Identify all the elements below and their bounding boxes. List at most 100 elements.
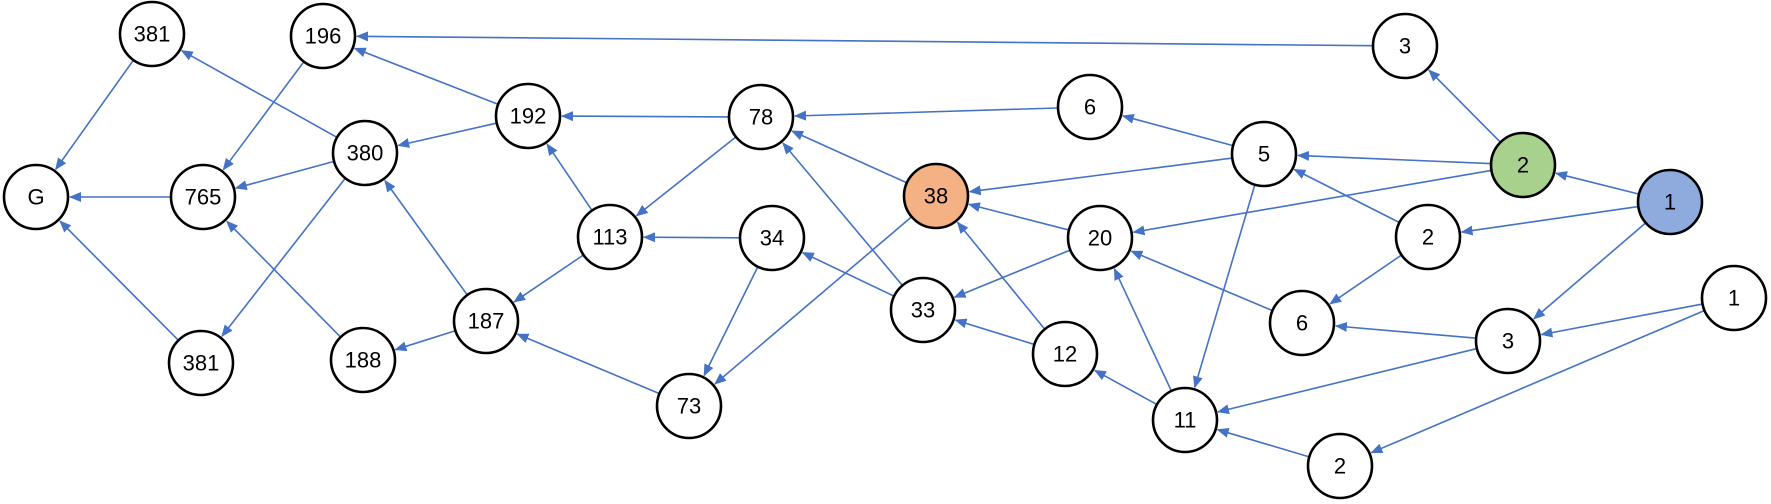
node-n187: 187	[452, 287, 520, 355]
edge-n78-to-n192	[561, 111, 729, 122]
node-label: 380	[347, 141, 384, 166]
node-label: 381	[134, 22, 171, 47]
edge-n6a-to-n78	[794, 107, 1058, 121]
node-label: 2	[1422, 225, 1434, 250]
node-n2b: 2	[1306, 432, 1374, 500]
node-n78: 78	[727, 83, 795, 151]
edges-layer	[55, 31, 1704, 458]
node-circle	[1066, 204, 1134, 272]
node-n113: 113	[576, 203, 644, 271]
edge-n20-to-n33	[953, 249, 1070, 298]
node-n11: 11	[1151, 386, 1219, 454]
edge-n34-to-n113	[643, 232, 740, 243]
edge-n12-to-n38	[956, 221, 1045, 329]
node-label: 381	[183, 351, 220, 376]
edge-n73-to-n187	[516, 333, 659, 395]
node-label: 11	[1174, 408, 1197, 433]
node-circle	[889, 276, 957, 344]
edge-n196-to-n765	[222, 62, 304, 171]
node-circle	[1268, 289, 1336, 357]
edge-n78-to-n113	[635, 136, 736, 217]
node-label: 34	[760, 226, 784, 251]
edge-n6b-to-n20	[1130, 250, 1272, 311]
node-circle	[167, 329, 235, 397]
edge-n20-to-n38	[967, 202, 1069, 231]
edge-n2g-to-n5	[1297, 150, 1491, 165]
node-n6b: 6	[1268, 289, 1336, 357]
node-n381b: 381	[167, 329, 235, 397]
node-label: 188	[345, 348, 382, 373]
node-n380: 380	[331, 119, 399, 187]
node-circle	[738, 204, 806, 272]
node-label: 192	[510, 104, 547, 129]
node-circle	[1474, 307, 1542, 375]
node-circle	[1700, 264, 1768, 332]
edge-n1a-to-n2b	[1370, 310, 1704, 454]
node-n196: 196	[289, 2, 357, 70]
edge-n381b-to-G	[59, 220, 179, 341]
edge-n5-to-n38	[968, 157, 1232, 196]
node-circle	[331, 119, 399, 187]
node-label: 113	[592, 225, 627, 250]
node-circle	[1306, 432, 1374, 500]
node-label: 38	[924, 184, 948, 209]
edge-n12-to-n33	[954, 318, 1034, 345]
node-circle	[1394, 203, 1462, 271]
edge-n192-to-n196	[353, 47, 498, 105]
node-n3a: 3	[1371, 12, 1439, 80]
node-n765: 765	[169, 163, 237, 231]
node-circle	[2, 163, 70, 231]
node-n192: 192	[494, 82, 562, 150]
node-circle	[1031, 320, 1099, 388]
node-n33: 33	[889, 276, 957, 344]
node-n3b: 3	[1474, 307, 1542, 375]
node-circle	[655, 372, 723, 440]
node-label: 5	[1258, 142, 1270, 167]
edge-n2g-to-n3a	[1428, 69, 1501, 143]
node-circle	[1371, 12, 1439, 80]
node-label: 6	[1084, 95, 1096, 120]
node-label: G	[27, 185, 44, 210]
node-label: 20	[1088, 226, 1112, 251]
node-label: 187	[468, 309, 505, 334]
node-label: 765	[185, 185, 222, 210]
edge-n1b-to-n2a	[1460, 205, 1638, 236]
node-G: G	[2, 163, 70, 231]
edge-n2g-to-n20	[1132, 169, 1491, 236]
node-n2a: 2	[1394, 203, 1462, 271]
node-circle	[727, 83, 795, 151]
node-circle	[1056, 73, 1124, 141]
edge-n38-to-n73	[714, 216, 912, 385]
node-n188: 188	[329, 326, 397, 394]
node-circle	[169, 163, 237, 231]
node-n6a: 6	[1056, 73, 1124, 141]
edge-n187-to-n188	[394, 330, 455, 352]
node-label: 12	[1053, 342, 1077, 367]
node-circle	[494, 82, 562, 150]
node-circle	[329, 326, 397, 394]
node-circle	[1151, 386, 1219, 454]
edge-n1a-to-n3b	[1540, 303, 1702, 338]
edge-n187-to-n380	[384, 179, 468, 295]
edge-n380-to-n381a	[180, 49, 337, 138]
node-label: 3	[1502, 329, 1514, 354]
edge-n3b-to-n11	[1217, 348, 1477, 415]
node-label: 1	[1664, 190, 1676, 215]
node-label: 78	[749, 105, 773, 130]
node-circle	[1489, 131, 1557, 199]
edge-n33-to-n34	[801, 251, 894, 297]
edge-n3b-to-n6b	[1334, 321, 1476, 339]
node-label: 3	[1399, 34, 1411, 59]
node-n12: 12	[1031, 320, 1099, 388]
node-label: 196	[305, 24, 342, 49]
node-circle	[902, 162, 970, 230]
edge-n381a-to-G	[55, 60, 134, 171]
edge-n1b-to-n3b	[1533, 222, 1646, 320]
edge-n11-to-n20	[1113, 267, 1172, 391]
edge-n34-to-n73	[703, 267, 759, 377]
node-circle	[1230, 120, 1298, 188]
edge-n113-to-n192	[546, 143, 593, 211]
edge-n5-to-n6a	[1121, 113, 1233, 147]
